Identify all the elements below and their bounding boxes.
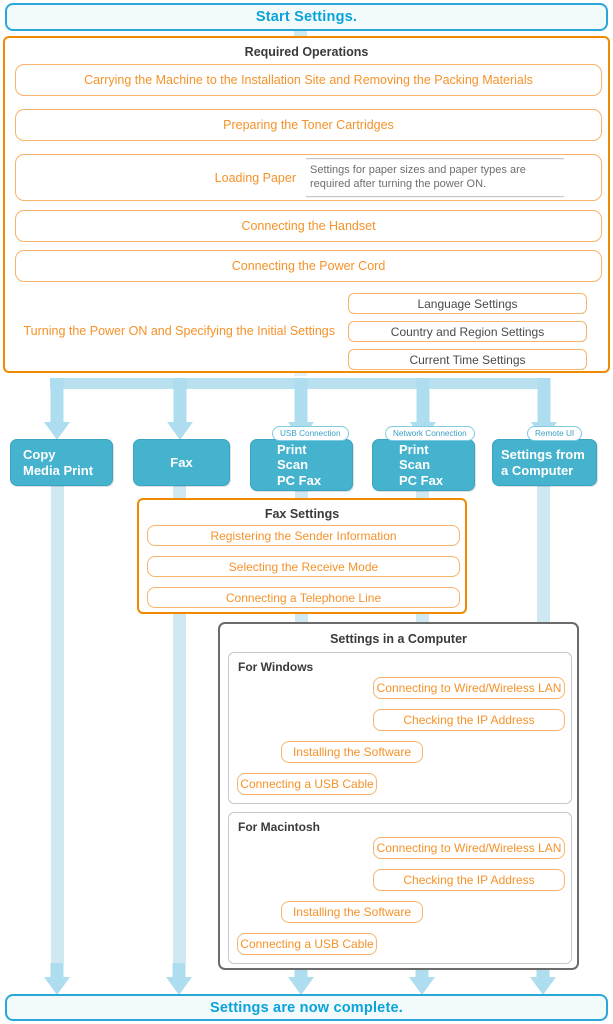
arrow-to-branch-2 [167,378,193,440]
sub-language-settings[interactable]: Language Settings [348,293,587,314]
start-label: Start Settings. [255,9,358,25]
sub-label: Current Time Settings [409,352,526,367]
windows-step-install-software[interactable]: Installing the Software [281,741,423,763]
branch-box-print-scan-pcfax-network[interactable]: Print Scan PC Fax [372,439,475,491]
step-label: Connecting a USB Cable [240,937,374,951]
required-row-loading-paper[interactable]: Loading Paper Settings for paper sizes a… [15,154,602,201]
branch-line: a Computer [501,462,574,478]
arrow-to-end-2 [166,963,192,995]
settings-in-a-computer-panel: Settings in a Computer For Windows Conne… [218,622,579,970]
start-banner: Start Settings. [5,3,608,31]
branch-line: Scan [399,457,431,473]
connector-col-1 [51,486,64,963]
required-operations-title: Required Operations [244,45,369,59]
step-label: Checking the IP Address [403,713,535,727]
required-row-connecting-handset[interactable]: Connecting the Handset [15,210,602,242]
sub-current-time-settings[interactable]: Current Time Settings [348,349,587,370]
branch-box-print-scan-pcfax-usb[interactable]: Print Scan PC Fax [250,439,353,491]
branch-line: PC Fax [277,472,322,488]
sub-label: Language Settings [417,296,518,311]
required-row-power-cord[interactable]: Connecting the Power Cord [15,250,602,282]
macintosh-step-check-ip[interactable]: Checking the IP Address [373,869,565,891]
settings-in-a-computer-title: Settings in a Computer [330,632,467,646]
branch-line: Settings from [501,447,585,463]
required-row-label: Connecting the Handset [241,219,376,233]
required-row-power-on: Turning the Power ON and Specifying the … [5,290,608,372]
branch-box-settings-from-a-computer[interactable]: Settings from a Computer [492,439,597,486]
end-label: Settings are now complete. [210,999,403,1016]
connector-start-to-required [294,29,307,39]
arrow-to-branch-1 [44,378,70,440]
windows-step-connect-usb[interactable]: Connecting a USB Cable [237,773,377,795]
sub-country-region-settings[interactable]: Country and Region Settings [348,321,587,342]
fax-row-connecting-telephone-line[interactable]: Connecting a Telephone Line [147,587,460,608]
badge-network-connection: Network Connection [385,426,475,441]
required-operations-panel: Required Operations Carrying the Machine… [3,36,610,373]
branch-box-copy-media-print[interactable]: Copy Media Print [10,439,113,486]
branch-line: Media Print [23,462,94,478]
step-label: Connecting a USB Cable [240,777,374,791]
step-label: Connecting to Wired/Wireless LAN [376,681,562,695]
macintosh-step-connect-usb[interactable]: Connecting a USB Cable [237,933,377,955]
branch-line: PC Fax [399,472,444,488]
badge-label: Remote UI [535,429,575,438]
loading-paper-label: Loading Paper [214,170,296,185]
required-row-carrying-machine[interactable]: Carrying the Machine to the Installation… [15,64,602,96]
fax-row-registering-sender-information[interactable]: Registering the Sender Information [147,525,460,546]
sub-label: Country and Region Settings [390,324,545,339]
step-label: Installing the Software [292,745,412,759]
loading-paper-note: Settings for paper sizes and paper types… [306,157,564,198]
macintosh-step-connect-lan[interactable]: Connecting to Wired/Wireless LAN [373,837,565,859]
end-banner: Settings are now complete. [5,994,608,1021]
fax-row-selecting-receive-mode[interactable]: Selecting the Receive Mode [147,556,460,577]
required-row-label: Carrying the Machine to the Installation… [84,73,533,87]
step-label: Installing the Software [292,905,412,919]
branch-line: Scan [277,457,309,473]
os-group-macintosh: For Macintosh Connecting to Wired/Wirele… [228,812,572,964]
windows-step-check-ip[interactable]: Checking the IP Address [373,709,565,731]
branch-box-fax[interactable]: Fax [133,439,230,486]
badge-usb-connection: USB Connection [272,426,349,441]
macintosh-step-install-software[interactable]: Installing the Software [281,901,423,923]
required-row-label: Connecting the Power Cord [231,259,386,273]
branch-line: Print [399,442,429,457]
power-on-label: Turning the Power ON and Specifying the … [23,324,335,338]
required-row-label: Preparing the Toner Cartridges [223,118,394,132]
badge-label: Network Connection [393,429,467,438]
fax-row-label: Selecting the Receive Mode [228,559,379,574]
step-label: Connecting to Wired/Wireless LAN [376,841,562,855]
required-row-toner-cartridges[interactable]: Preparing the Toner Cartridges [15,109,602,141]
fax-row-label: Connecting a Telephone Line [225,590,382,605]
os-group-windows-title: For Windows [238,660,314,674]
os-group-macintosh-title: For Macintosh [238,820,321,834]
fax-settings-panel: Fax Settings Registering the Sender Info… [137,498,467,614]
branch-line: Fax [170,454,193,470]
fax-row-label: Registering the Sender Information [210,528,397,543]
windows-step-connect-lan[interactable]: Connecting to Wired/Wireless LAN [373,677,565,699]
badge-label: USB Connection [280,429,341,438]
arrow-to-end-1 [44,963,70,995]
badge-remote-ui: Remote UI [527,426,583,441]
fax-settings-title: Fax Settings [264,507,340,521]
branch-line: Copy [23,447,56,463]
os-group-windows: For Windows Connecting to Wired/Wireless… [228,652,572,804]
step-label: Checking the IP Address [403,873,535,887]
branch-line: Print [277,442,307,457]
